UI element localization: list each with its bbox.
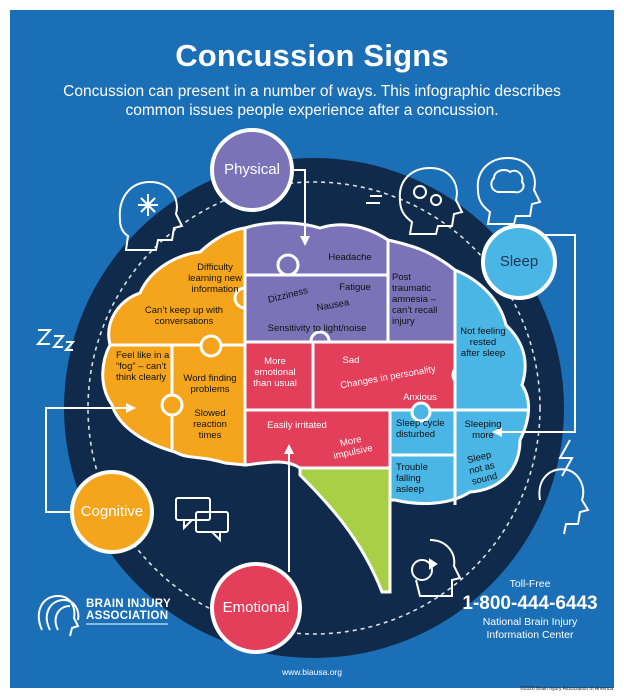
sleep-circle <box>481 224 557 300</box>
sign-sleeping-more: Sleeping more <box>464 419 502 441</box>
physical-arrowhead <box>300 236 310 246</box>
puzzle-knob <box>276 253 300 277</box>
zzz-icon <box>35 329 76 351</box>
sign-slowed-reaction: Slowed reaction times <box>193 408 227 441</box>
emotional-arrowhead <box>284 444 294 454</box>
website-url[interactable]: www.biausa.org <box>281 667 342 677</box>
sign-not-rested: Not feeling rested after sleep <box>460 326 506 359</box>
head-brain-icon <box>476 156 542 225</box>
phone-number[interactable]: 1-800-444-6443 <box>462 593 598 614</box>
puzzle-knob <box>410 401 432 423</box>
physical-circle <box>210 128 294 212</box>
category-sleep-label: Sleep <box>499 253 539 270</box>
sleep-arrowhead <box>492 427 502 437</box>
sign-sad: Sad <box>342 355 360 366</box>
logo-line-2: ASSOCIATION <box>86 610 169 622</box>
sign-difficulty-learning: Difficulty learning new information <box>188 262 242 295</box>
category-cognitive-label: Cognitive <box>80 503 144 520</box>
puzzle-knob <box>160 393 184 417</box>
logo-line-1: BRAIN INJURY <box>86 598 171 610</box>
sign-fog: Feel like in a “fog” – can’t think clear… <box>116 350 170 383</box>
logo-wordmark: BRAIN INJURY ASSOCIATION <box>86 598 171 622</box>
sign-anxious: Anxious <box>403 392 437 403</box>
sign-word-finding: Word finding problems <box>183 373 237 395</box>
cognitive-circle <box>70 470 154 554</box>
head-cycle-icon <box>411 539 462 597</box>
sign-trouble-falling: Trouble falling asleep <box>396 462 428 495</box>
copyright-note: ©2020 Brain Injury Association of Americ… <box>520 686 614 692</box>
brain-stem <box>298 466 392 594</box>
head-gears-icon <box>366 166 464 235</box>
emotional-circle <box>210 562 302 654</box>
page-title: Concussion Signs <box>175 38 449 73</box>
sign-sensitivity: Sensitivity to light/noise <box>267 323 367 334</box>
category-physical-label: Physical <box>224 161 280 178</box>
sign-headache: Headache <box>328 252 372 263</box>
sign-sleep-cycle: Sleep cycle disturbed <box>396 418 445 440</box>
toll-free-label: Toll-Free <box>509 578 551 590</box>
brain-injury-logo-icon <box>37 594 80 637</box>
sign-amnesia: Post traumatic amnesia – can’t recall in… <box>392 272 438 327</box>
sign-fatigue: Fatigue <box>339 282 371 293</box>
sign-cant-keep-up: Can’t keep up with conversations <box>144 305 224 327</box>
dotted-ring <box>87 181 541 635</box>
category-emotional-label: Emotional <box>222 599 290 616</box>
head-snowflake-icon <box>118 180 184 251</box>
info-center-name: National Brain Injury Information Center <box>482 616 578 641</box>
cognitive-arrowhead <box>126 403 136 413</box>
sleep-region <box>388 267 530 505</box>
chat-bubbles-icon <box>175 497 229 543</box>
puzzle-knob <box>199 334 223 358</box>
sign-more-emotional: More emotional than usual <box>253 356 297 389</box>
page-subtitle: Concussion can present in a number of wa… <box>63 83 561 119</box>
lightning-head-icon <box>538 439 590 535</box>
sign-easily-irritated: Easily irritated <box>267 420 327 431</box>
sleep-connector <box>500 234 576 433</box>
